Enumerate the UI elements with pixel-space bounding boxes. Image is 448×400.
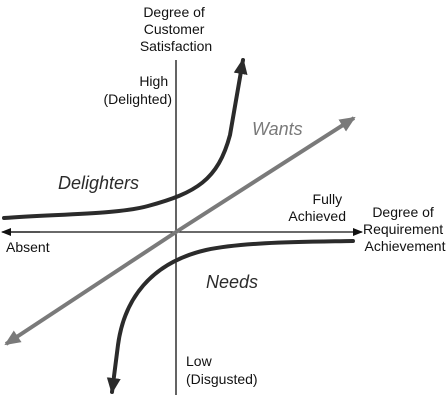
- needs-curve: [106, 239, 355, 394]
- delighters-label: Delighters: [58, 173, 139, 193]
- wants-label: Wants: [252, 119, 303, 139]
- y-axis-title: Degree of Customer Satisfaction: [140, 4, 212, 54]
- low-label: Low (Disgusted): [186, 353, 258, 387]
- absent-label: Absent: [6, 239, 50, 255]
- delighters-curve: [2, 58, 248, 220]
- high-label: High (Delighted): [104, 73, 172, 107]
- wants-line-lower: [4, 230, 178, 346]
- fully-achieved-label: Fully Achieved: [288, 191, 346, 224]
- wants-line: [174, 116, 356, 234]
- x-axis-title: Degree of Requirement Achievement: [363, 204, 447, 254]
- needs-label: Needs: [206, 272, 258, 292]
